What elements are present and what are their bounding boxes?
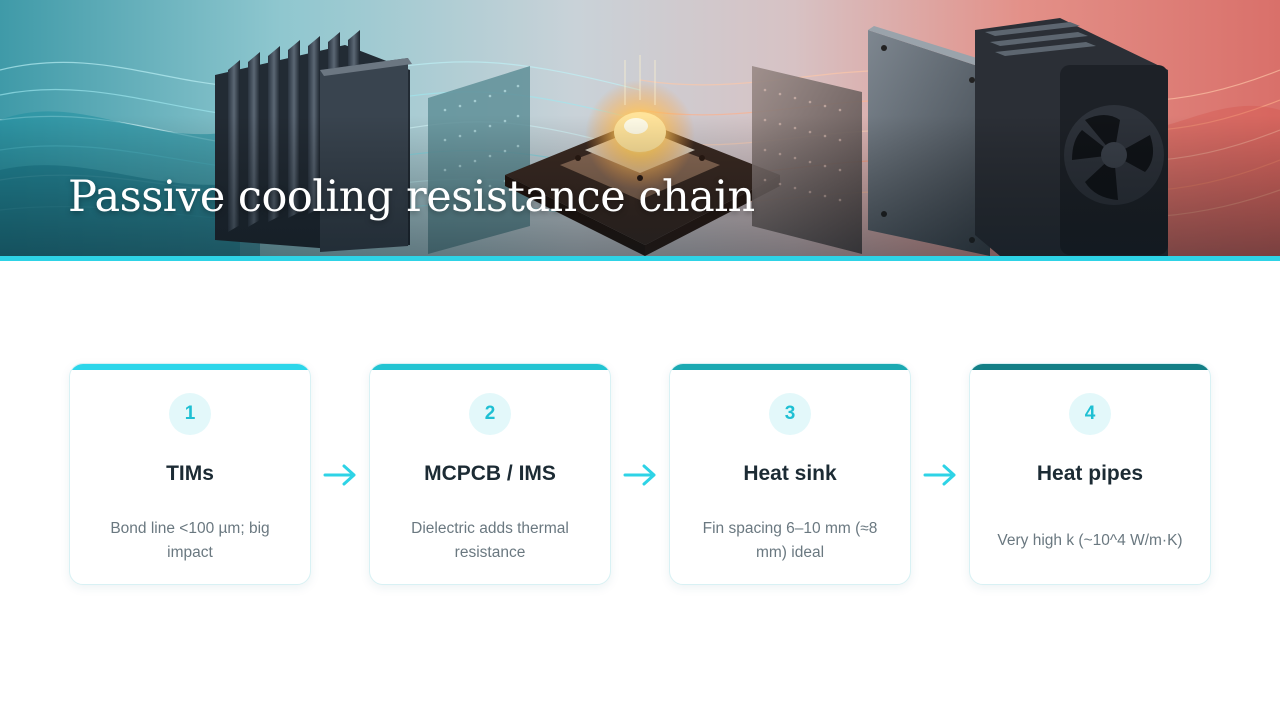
slide-title: Passive cooling resistance chain	[68, 172, 755, 222]
step-description: Dielectric adds thermal resistance	[411, 520, 569, 561]
header-banner: Passive cooling resistance chain	[0, 0, 1280, 256]
step-card-accent-bar	[370, 364, 610, 370]
step-number-badge: 4	[1069, 393, 1111, 435]
step-title: MCPCB / IMS	[424, 462, 556, 485]
step-number-badge: 2	[469, 393, 511, 435]
step-number-badge: 1	[169, 393, 211, 435]
step-card-accent-bar	[670, 364, 910, 370]
step-description: Fin spacing 6–10 mm (≈8 mm) ideal	[702, 520, 878, 561]
arrow-right-icon	[323, 464, 356, 486]
step-description: Bond line <100 µm; big impact	[110, 520, 270, 561]
step-card-heat-sink: 3 Heat sink Fin spacing 6–10 mm (≈8 mm) …	[669, 363, 911, 585]
banner-illustration	[0, 0, 1280, 256]
step-title: TIMs	[166, 462, 214, 485]
banner-accent-rule	[0, 256, 1280, 261]
step-description: Very high k (~10^4 W/m·K)	[997, 532, 1183, 549]
step-card-accent-bar	[70, 364, 310, 370]
step-number-badge: 3	[769, 393, 811, 435]
arrow-right-icon	[623, 464, 656, 486]
step-card-heat-pipes: 4 Heat pipes Very high k (~10^4 W/m·K)	[969, 363, 1211, 585]
step-card-accent-bar	[970, 364, 1210, 370]
step-card-mcpcb: 2 MCPCB / IMS Dielectric adds thermal re…	[369, 363, 611, 585]
step-card-tims: 1 TIMs Bond line <100 µm; big impact	[69, 363, 311, 585]
step-title: Heat pipes	[1036, 462, 1144, 485]
arrow-right-icon	[923, 464, 956, 486]
step-title: Heat sink	[743, 462, 837, 485]
